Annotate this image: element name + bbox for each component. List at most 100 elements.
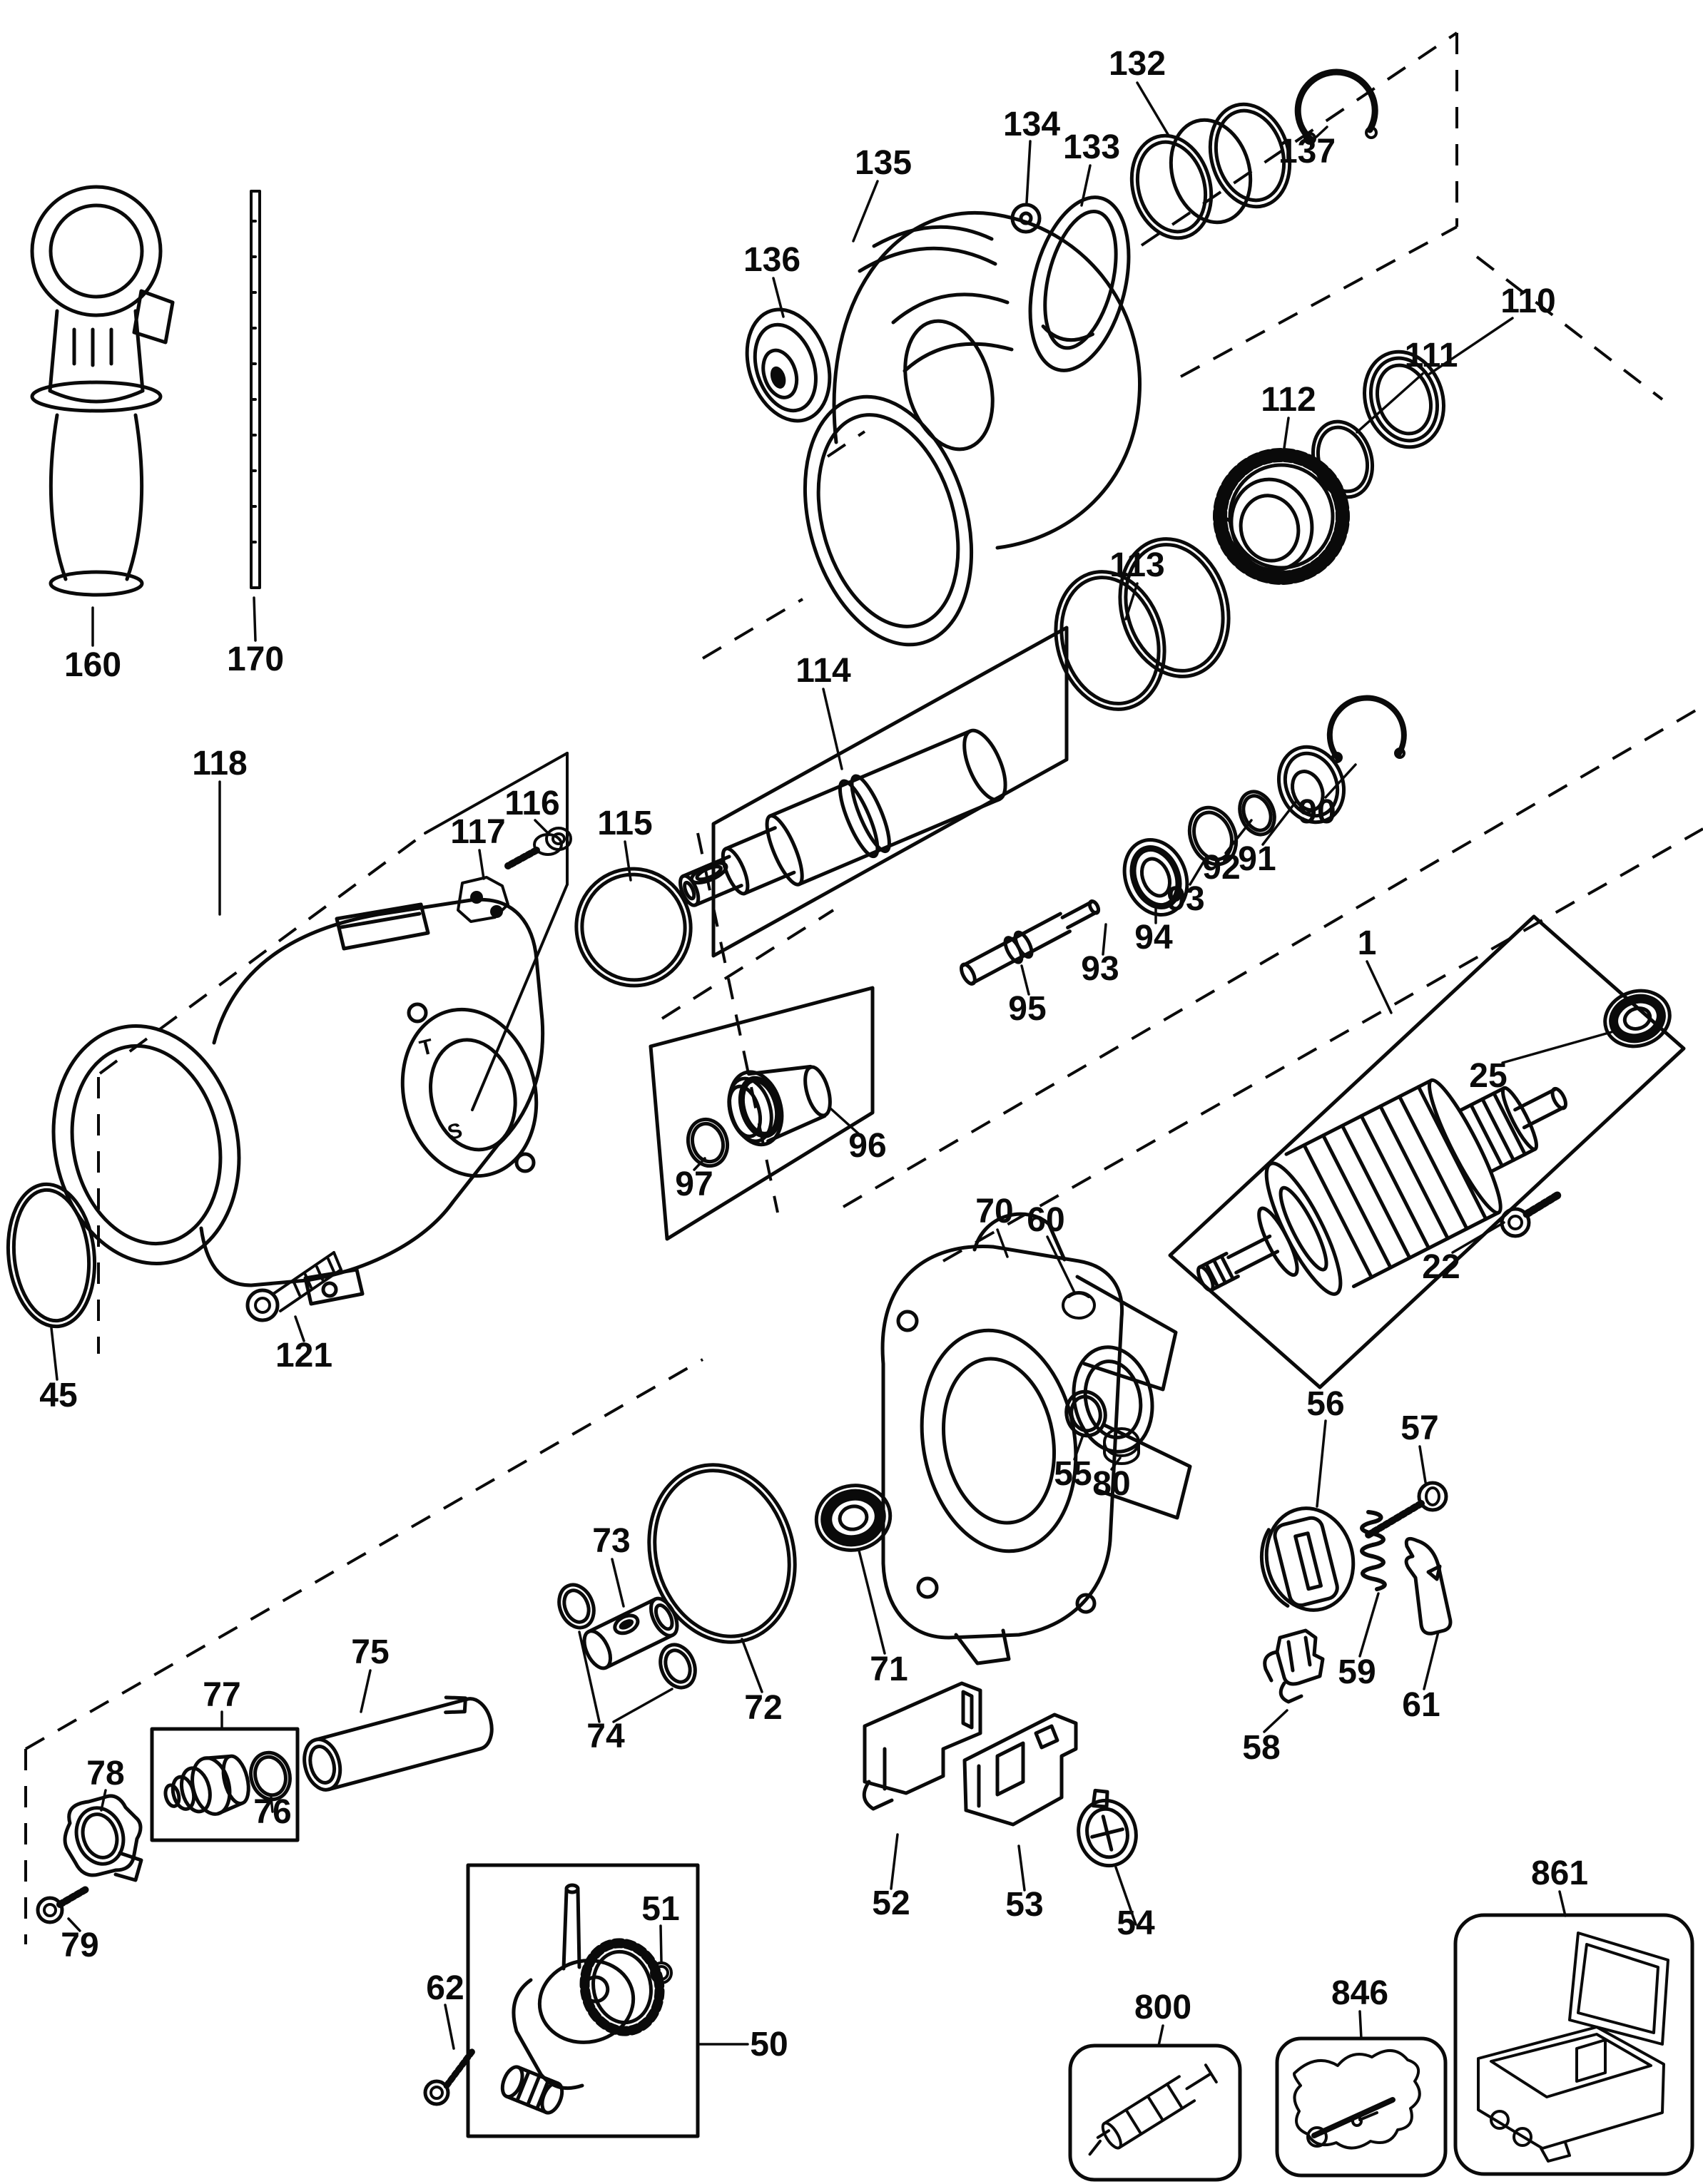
leader-22 [1451,1221,1505,1254]
label-800: 800 [1134,1989,1191,2026]
leader-78 [100,1789,107,1812]
label-79: 79 [61,1927,98,1964]
leader-800 [1157,2024,1164,2047]
label-134: 134 [1003,106,1060,143]
part-wrench-kit-846 [1293,2049,1421,2150]
box-wrench-846 [1275,2036,1448,2178]
part-o-rings-113 [1054,537,1231,711]
part-tube-75 [303,1695,494,1792]
part-cap-136 [745,307,832,423]
label-112: 112 [1261,381,1316,419]
leader-60 [1046,1235,1076,1294]
leader-111 [1356,372,1424,434]
leader-72 [741,1638,763,1693]
leader-58 [1263,1709,1288,1733]
leader-846 [1358,2010,1363,2040]
part-o-ring-51 [650,1961,673,1984]
box-grease-800 [1068,2043,1242,2182]
part-ring-93a [1187,805,1239,867]
part-bearing-71 [814,1484,893,1552]
part-bracket-52 [862,1681,982,1811]
part-mode-knob-56 [1259,1506,1356,1612]
label-73: 73 [592,1522,630,1560]
part-screw-121 [245,1251,342,1322]
label-90: 90 [1298,793,1336,831]
label-116: 116 [504,785,559,822]
leader-80 [1110,1456,1122,1471]
leader-76 [270,1796,274,1813]
label-110: 110 [1500,282,1555,320]
part-seal-94 [1122,838,1189,917]
leader-90 [1324,763,1357,799]
leader-45 [50,1327,59,1381]
leader-121 [294,1315,305,1342]
leader-133 [1080,164,1092,207]
label-136: 136 [743,241,800,279]
label-70: 70 [975,1193,1013,1230]
part-inner-housing-70 [880,1212,1192,1665]
leader-134 [1025,140,1032,204]
leader-91 [1261,799,1298,846]
label-57: 57 [1400,1409,1438,1447]
leader-93a [1189,854,1209,886]
part-o-ring-45 [6,1182,97,1329]
label-117: 117 [450,813,505,851]
leader-1 [1366,960,1393,1014]
leader-117 [478,849,485,880]
part-washer-134 [1010,203,1042,234]
label-59: 59 [1338,1653,1376,1691]
leader-113 [1124,582,1139,621]
part-screw-22 [1500,1190,1564,1238]
label-118: 118 [192,745,247,782]
leader-57 [1418,1445,1427,1484]
part-plug-80 [1103,1427,1140,1465]
part-bearing-25 [1603,989,1672,1048]
part-chuck-boot-135 [803,211,1142,647]
leader-74b [612,1688,673,1723]
leader-73 [611,1558,625,1608]
box-armature-1 [1168,914,1686,1389]
leader-75 [360,1669,372,1713]
leader-56 [1316,1419,1327,1508]
label-80: 80 [1092,1465,1130,1503]
part-striker-96 [727,1064,832,1147]
leader-62 [444,2004,455,2050]
part-slider-53 [962,1713,1078,1827]
part-o-ring-72 [647,1463,797,1644]
label-94: 94 [1134,919,1173,956]
box-case-861 [1453,1913,1694,2176]
label-93b: 93 [1081,950,1119,988]
label-135: 135 [855,144,912,182]
part-spring-59 [1360,1510,1387,1591]
part-ring-92 [1238,790,1276,837]
part-spindle-114 [678,728,1007,907]
part-pin-95 [960,899,1101,986]
leader-115 [624,840,632,882]
label-45: 45 [39,1377,77,1414]
label-60: 60 [1027,1201,1064,1239]
label-133: 133 [1063,128,1120,166]
part-o-ring-97 [686,1117,730,1168]
leader-135 [852,180,879,243]
assembly-boxes [150,626,1694,2182]
part-seal-ring-110 [1363,349,1445,449]
label-71: 71 [870,1650,908,1688]
leader-61 [1423,1631,1440,1690]
part-clamp-78 [63,1794,143,1882]
part-bushing-73 [582,1596,679,1670]
label-72: 72 [744,1689,782,1727]
leader-114 [822,688,843,770]
label-22: 22 [1422,1248,1460,1286]
part-screw-79 [36,1885,91,1924]
label-1: 1 [1358,924,1377,962]
part-cap-60 [1062,1291,1096,1320]
label-54: 54 [1117,1904,1155,1942]
label-51: 51 [641,1890,679,1928]
casting-mark-t: T [417,1035,436,1061]
leader-132 [1136,81,1170,137]
part-snap-ring-137 [1294,68,1378,145]
leader-55 [1073,1434,1084,1461]
label-111: 111 [1405,337,1458,374]
